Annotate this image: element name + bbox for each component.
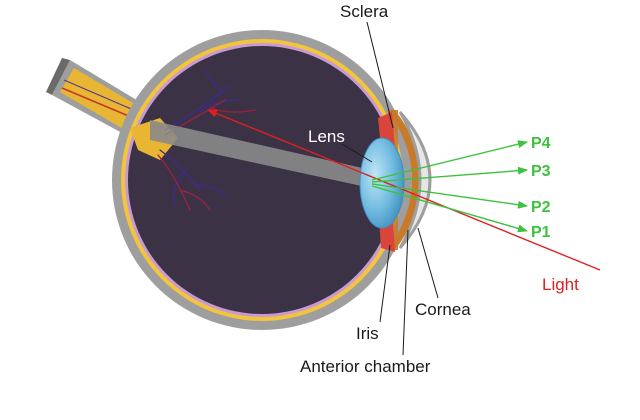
- anterior-chamber-leader: [402, 229, 409, 356]
- label-lens: Lens: [308, 127, 345, 146]
- ray-p1: [371, 185, 528, 233]
- label-cornea: Cornea: [415, 300, 471, 319]
- lens: [359, 137, 405, 229]
- ray-p4: [371, 140, 528, 181]
- label-p1: P1: [531, 224, 551, 241]
- label-light: Light: [542, 275, 579, 294]
- eyeball: [112, 30, 412, 330]
- vitreous-body: [128, 46, 396, 314]
- label-anterior-chamber: Anterior chamber: [300, 357, 431, 376]
- optic-axis-band: [150, 120, 380, 190]
- iris-leader: [379, 244, 391, 323]
- ray-p2: [371, 183, 528, 209]
- label-p2: P2: [531, 199, 551, 216]
- label-sclera: Sclera: [340, 2, 389, 21]
- label-iris: Iris: [356, 324, 379, 343]
- lens-leader: [341, 143, 373, 163]
- leader-lines: [341, 21, 439, 356]
- label-p4: P4: [531, 135, 551, 152]
- cornea: [398, 111, 432, 249]
- purkinje-rays: [371, 140, 528, 233]
- ray-p3: [371, 166, 528, 183]
- label-p3: P3: [531, 163, 551, 180]
- sclera-leader: [366, 21, 394, 129]
- light-ray: [207, 109, 601, 271]
- cornea-leader: [417, 227, 439, 299]
